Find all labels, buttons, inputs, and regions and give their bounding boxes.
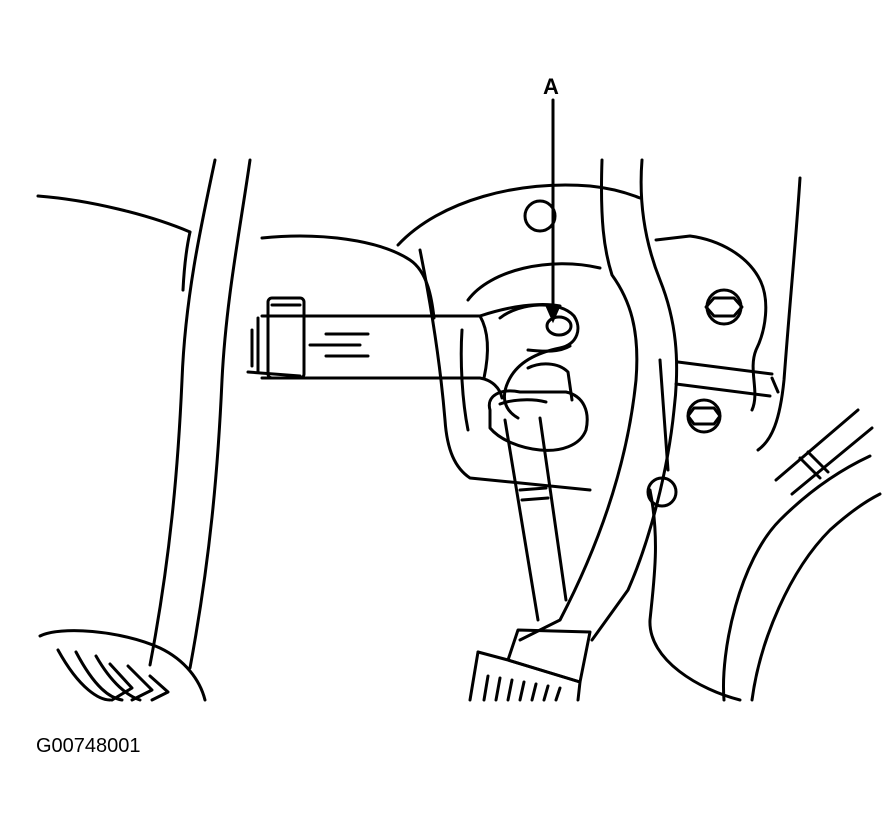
dashboard-contour-line [36, 194, 192, 234]
bracket-lower-bolt [686, 398, 722, 434]
upper-mounting-hole [523, 199, 557, 233]
right-pedal-pad [468, 628, 592, 702]
column-housing-outline [260, 234, 436, 320]
lower-steering-shaft [503, 416, 568, 622]
left-pedal-arm [148, 158, 252, 670]
joint-bolt-hole [545, 315, 573, 337]
callout-letter-a: A [543, 74, 559, 99]
pedal-bracket [646, 234, 780, 508]
floor-contour [648, 176, 882, 702]
figure-code: G00748001 [36, 735, 141, 757]
callout-arrowhead [545, 305, 561, 324]
bracket-small-hole [646, 476, 678, 508]
right-pedal-arm [518, 158, 679, 642]
dust-seal-boot [487, 362, 589, 452]
bracket-upper-bolt [705, 288, 743, 326]
column-housing-lower [246, 370, 302, 378]
left-pedal-pad [38, 629, 207, 702]
cable-clip [774, 408, 874, 496]
inner-opening [466, 262, 602, 302]
steering-shaft [260, 303, 562, 400]
shaft-clamp [250, 296, 306, 380]
